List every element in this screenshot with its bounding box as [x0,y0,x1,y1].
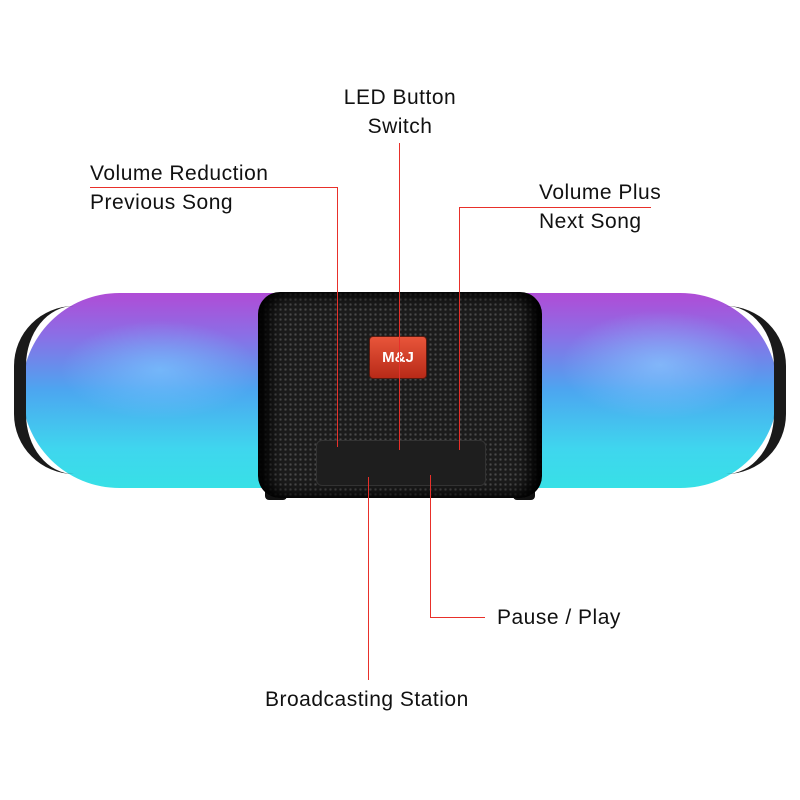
callout-led: LED Button Switch [338,83,462,141]
leader-line-pause-v [430,475,431,617]
callout-volume-down: Volume Reduction Previous Song [90,159,268,217]
callout-volume-up-line2: Next Song [539,210,642,233]
callout-led-line2: Switch [367,115,433,138]
leader-line-pause-h [430,617,485,618]
brand-logo: M&J [369,336,427,379]
control-panel [316,440,486,486]
leader-line-led [399,143,400,450]
callout-volume-up: Volume Plus Next Song [539,178,661,236]
leader-line-volume-up-v [459,207,460,450]
leader-line-volume-down-v [337,187,338,447]
end-cap-left [14,306,74,474]
end-cap-right [726,306,786,474]
leader-line-volume-down-h [90,187,337,188]
callout-led-line1: LED Button [343,86,457,109]
leader-line-volume-up-h [459,207,651,208]
light-glow-left [60,320,260,420]
callout-volume-down-line1: Volume Reduction [90,162,269,185]
callout-broadcast: Broadcasting Station [265,688,469,711]
callout-volume-down-line2: Previous Song [90,191,234,214]
leader-line-broadcast [368,477,369,680]
callout-pause-play: Pause / Play [497,606,621,629]
callout-volume-up-line1: Volume Plus [539,181,662,204]
